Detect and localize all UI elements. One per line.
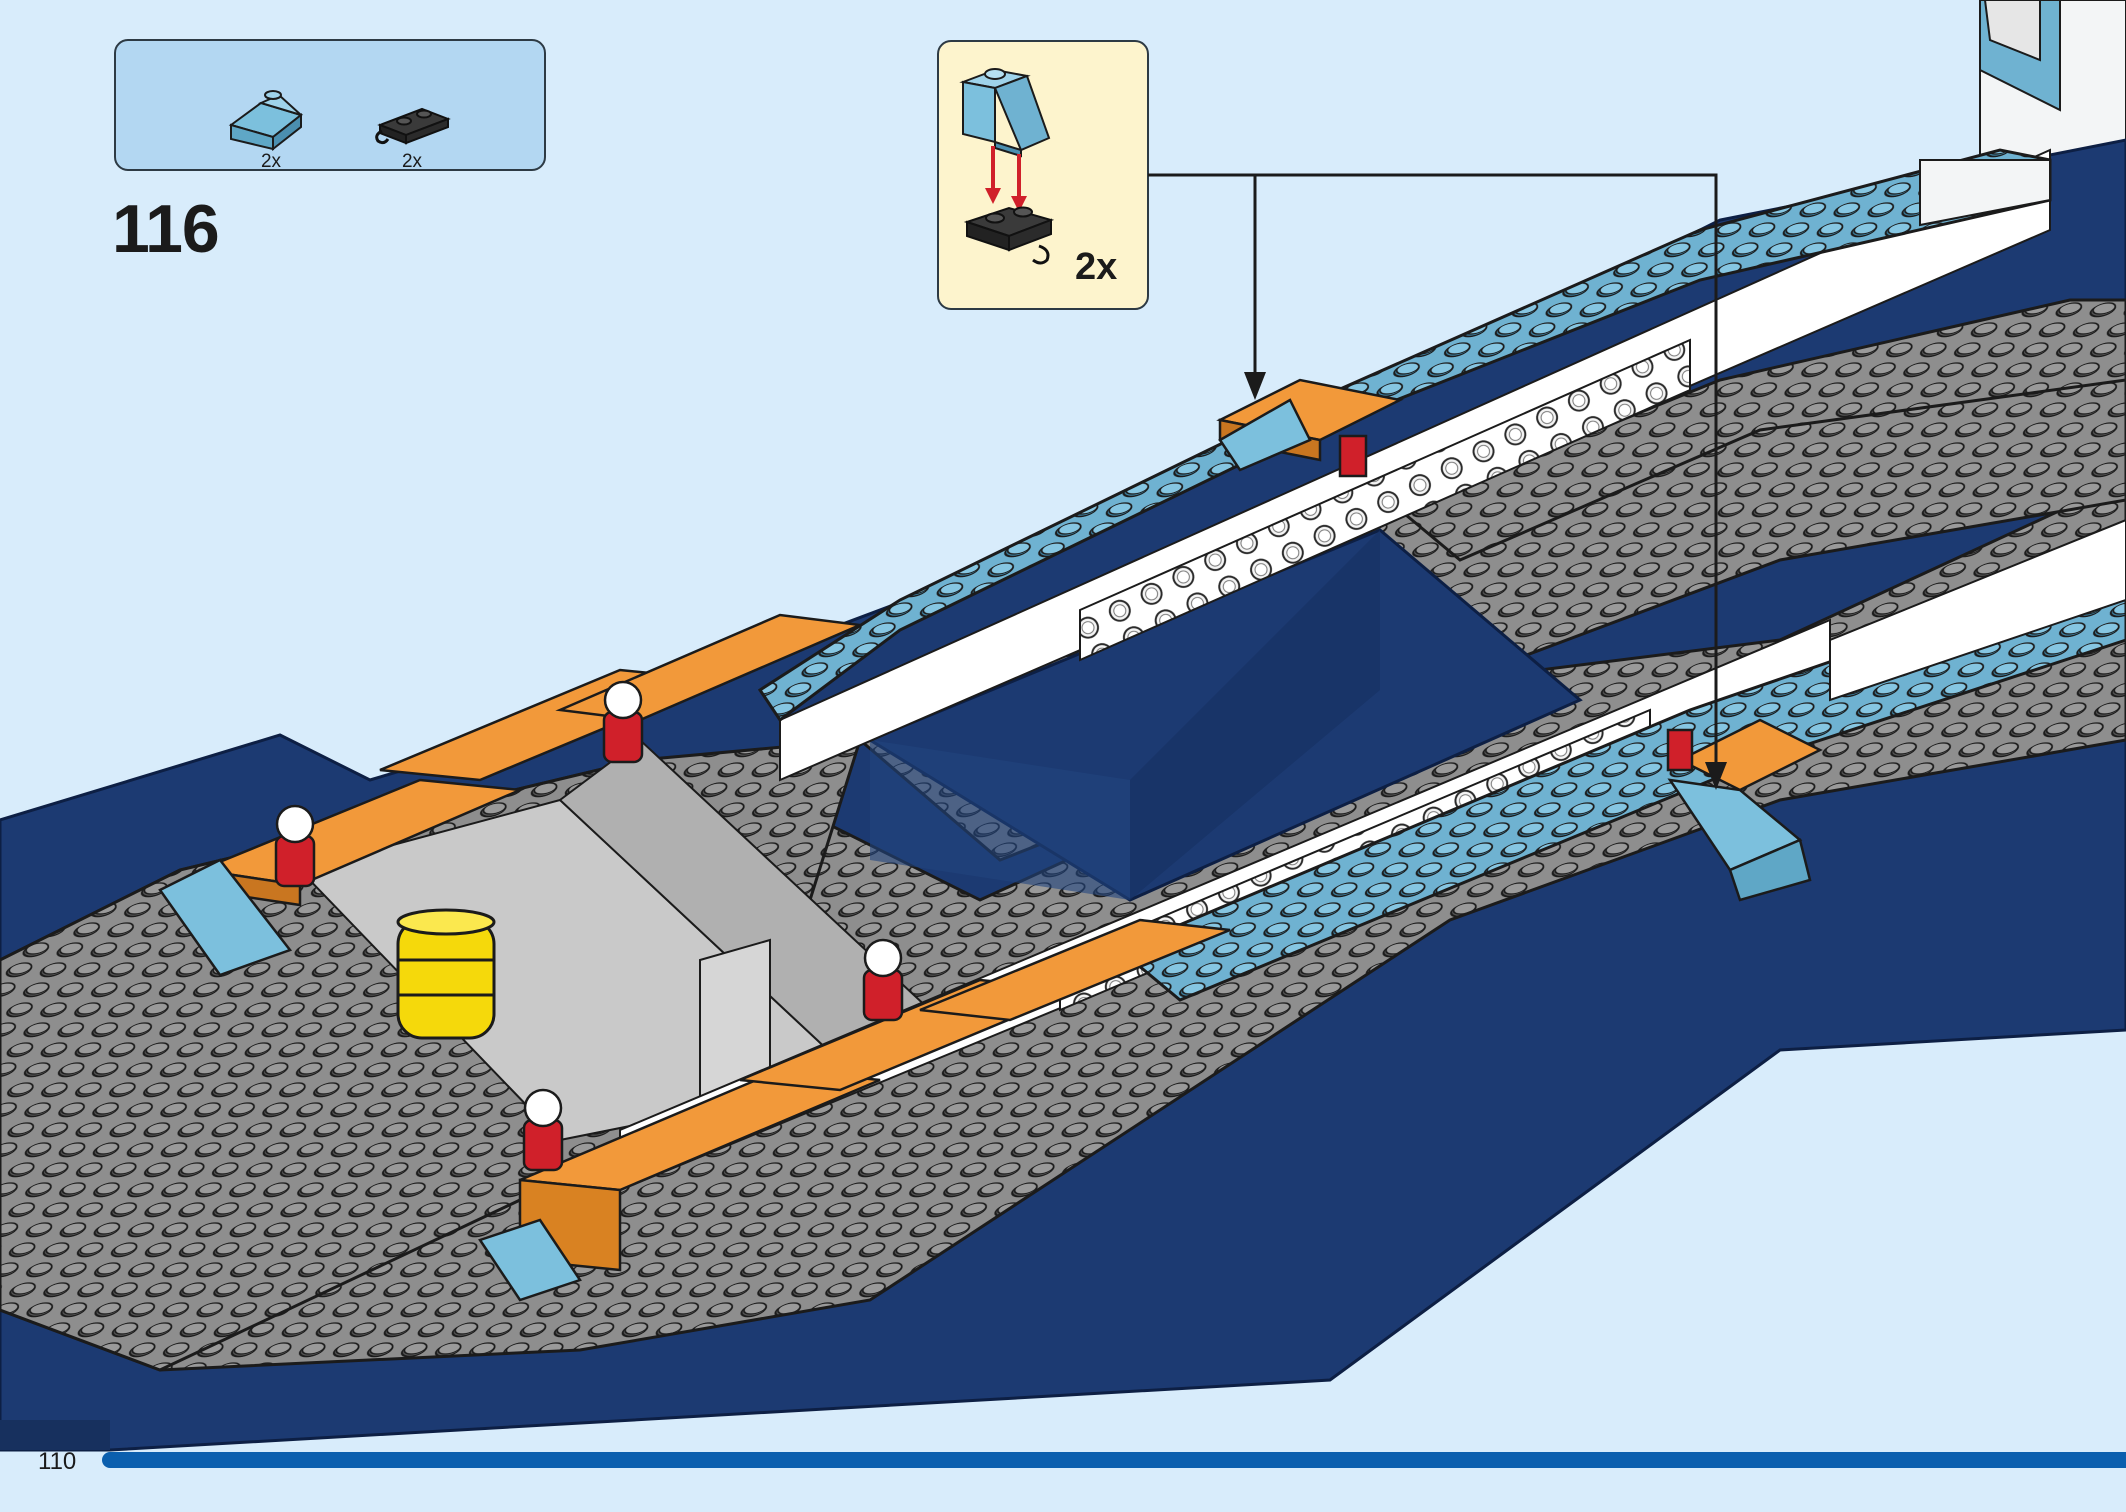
bollards <box>274 680 904 1172</box>
back-rail <box>757 148 2052 782</box>
subassembly-quantity: 2x <box>1075 246 1118 288</box>
step-number: 116 <box>112 191 220 267</box>
parts-list-item: 2x <box>352 63 472 172</box>
new-slope-back <box>1216 378 1404 478</box>
page-number: 110 <box>38 1448 77 1475</box>
callout-pointer-lines <box>1148 173 1718 770</box>
new-slope-front <box>1666 718 1823 902</box>
parts-list-panel: 2x 2x <box>114 39 546 172</box>
part-quantity: 2x <box>401 151 423 172</box>
slope-brick-icon <box>228 90 304 152</box>
orange-tiles-front <box>478 918 1231 1302</box>
center-opening <box>866 528 1583 902</box>
arrow-head-front <box>1705 762 1727 790</box>
arrow-head-back <box>1244 372 1266 400</box>
clip-plate-icon <box>375 107 451 145</box>
parts-list-item: 2x <box>211 63 331 172</box>
subassembly-callout: 2x <box>937 40 1149 310</box>
subassembly-diagram <box>959 68 1055 265</box>
yellow-barrels <box>396 908 496 1040</box>
part-quantity: 2x <box>260 151 282 172</box>
footer-progress-bar <box>102 1452 2126 1468</box>
